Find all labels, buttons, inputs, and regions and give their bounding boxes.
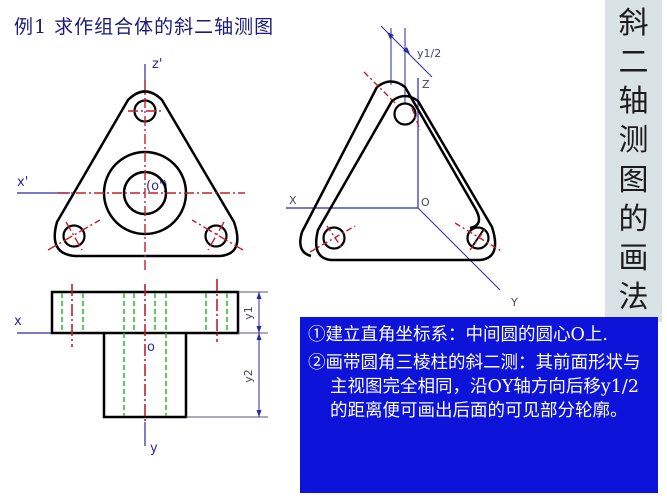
boss-outline [102, 333, 188, 419]
hole-top [393, 102, 417, 126]
x-axis-label: x' [17, 175, 28, 190]
instruction-box: ①建立直角坐标系：中间圆的圆心O上. ②画带圆角三棱柱的斜二测：其前面形状与主视… [300, 317, 658, 493]
dim-y1-label: y1 [242, 306, 255, 320]
y-axis-line [417, 207, 501, 291]
side-char: 斜 [618, 5, 649, 41]
side-char: 画 [618, 241, 649, 277]
side-char: 图 [618, 162, 649, 198]
page-title: 例1 求作组合体的斜二轴测图 [14, 16, 275, 38]
x-axis-label: X [289, 194, 297, 207]
front-plate-outline [314, 94, 497, 262]
top-view: x o y [14, 279, 268, 456]
side-char: 测 [618, 123, 649, 159]
back-plate-outline [299, 80, 481, 258]
side-char: 轴 [618, 84, 649, 120]
hole-right [204, 224, 228, 248]
front-view: z' x' (o') [17, 57, 245, 272]
offset-label: y1/2 [417, 47, 441, 60]
step-2: ②画带圆角三棱柱的斜二测：其前面形状与主视图完全相同，沿OY轴方向后移y1/2的… [308, 353, 641, 421]
side-char: 法 [618, 280, 649, 316]
hole-left [62, 224, 86, 248]
offset-arrow [387, 32, 394, 39]
side-char: 二 [618, 44, 649, 80]
triangle-plate-outline [53, 90, 239, 258]
z-axis-label: z' [152, 57, 162, 72]
step-1: ①建立直角坐标系：中间圆的圆心O上. [308, 325, 608, 345]
centerlines [309, 71, 504, 253]
z-axis-label: Z [422, 78, 430, 91]
offset-arrow [403, 47, 410, 54]
hole-left [322, 226, 346, 250]
x-axis-label: x [14, 314, 22, 329]
side-char: 的 [618, 201, 649, 237]
origin-label: O [421, 196, 430, 209]
side-title: 斜 二 轴 测 图 的 画 法 [605, 0, 662, 322]
hole-right [466, 226, 490, 250]
dim-y2-label: y2 [242, 369, 255, 383]
dimension-arrows [256, 292, 262, 417]
drawing-canvas: z' x' (o') x [14, 25, 518, 456]
dimension-lines [186, 291, 268, 418]
axonometric-view: Z X O Y y1/2 [286, 25, 518, 309]
origin-label: o [147, 340, 155, 355]
y-axis-label: y [150, 441, 158, 456]
y-axis-label: Y [510, 296, 518, 309]
centerlines [47, 80, 245, 272]
centerlines [71, 279, 218, 422]
hidden-lines [61, 293, 228, 416]
